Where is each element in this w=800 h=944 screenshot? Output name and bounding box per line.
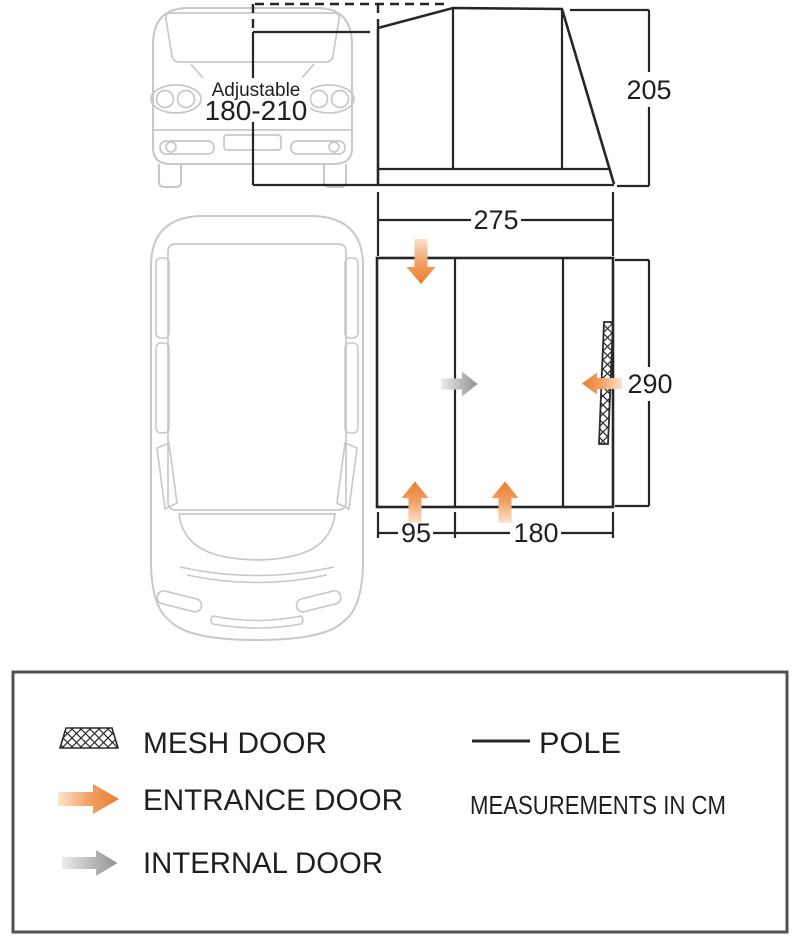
adjustable-range-label: 180-210: [205, 95, 308, 126]
bumper-insert-right: [290, 140, 346, 155]
entrance-arrow-top: [406, 239, 436, 284]
dim-front-sections: 95 180: [376, 512, 615, 548]
entrance-arrow-icon: [58, 784, 119, 814]
van-front-wiper-left: [190, 63, 204, 79]
depth-value: 290: [627, 369, 672, 399]
van-front-windshield: [165, 12, 340, 63]
van-front-wiper-right: [301, 63, 315, 79]
hood-line-2: [186, 574, 328, 584]
van-connection-dashed-lines: [251, 2, 450, 28]
mesh-swatch-icon: [58, 727, 120, 749]
van-top-roof-panel: [167, 243, 347, 511]
hood-line-1: [179, 566, 335, 577]
awning-floorplan: [375, 256, 615, 509]
wheel-right: [323, 164, 347, 188]
awning-side-view: [253, 6, 616, 187]
floorplan-outline: [375, 256, 615, 509]
dim-awning-height: 205: [570, 8, 672, 188]
adjustable-label: Adjustable: [212, 80, 301, 101]
front-bumper-left: [156, 590, 203, 613]
width-value: 275: [473, 205, 518, 235]
dim-adjustable-connection: Adjustable 180-210: [205, 30, 370, 185]
internal-door-arrow: [441, 371, 478, 397]
height-value: 205: [626, 75, 671, 105]
dim-awning-width: 275: [376, 192, 615, 256]
bumper-insert-left: [159, 140, 215, 155]
front-bumper-right: [295, 590, 342, 613]
awning-roof-profile: [377, 6, 616, 185]
van-top-body: [150, 215, 364, 642]
dim-275-lines: [376, 192, 615, 256]
side-windows-left: [155, 257, 178, 511]
headlight-right: [303, 84, 355, 114]
entrance-arrow-front-left: [401, 481, 429, 523]
entrance-arrow-side: [582, 372, 622, 395]
van-front-body: [152, 7, 353, 165]
dim-bottom-lines: [376, 512, 615, 538]
entrance-arrow-front-middle: [491, 481, 519, 523]
measurements-note: MEASUREMENTS IN CM: [470, 790, 726, 820]
dim-205-lines: [570, 8, 651, 188]
entrance-door-label: ENTRANCE DOOR: [143, 784, 403, 817]
foglight-left: [165, 141, 177, 153]
dim-adjustable-lines: [251, 30, 370, 185]
van-top-windshield: [178, 513, 336, 561]
internal-door-label: INTERNAL DOOR: [143, 847, 383, 880]
van-top-illustration: [150, 215, 364, 642]
front-grille-strip: [210, 615, 304, 629]
legend-panel: MESH DOOR ENTRANCE DOOR INTERNAL DOOR PO…: [11, 670, 789, 934]
foglight-right: [328, 141, 340, 153]
headlight-left: [150, 84, 202, 114]
side-windows-right: [336, 257, 359, 511]
mesh-door-label: MESH DOOR: [143, 727, 327, 760]
wheel-left: [158, 164, 182, 188]
pole-label: POLE: [539, 727, 621, 760]
dim-awning-depth: 290: [615, 258, 673, 508]
front-middle-value: 180: [513, 518, 558, 548]
label-backplate: [205, 78, 310, 122]
legend-border: [11, 670, 789, 934]
dim-290-lines: [615, 258, 651, 508]
internal-arrow-icon: [62, 850, 118, 876]
floorplan-door-arrows: [401, 239, 622, 523]
